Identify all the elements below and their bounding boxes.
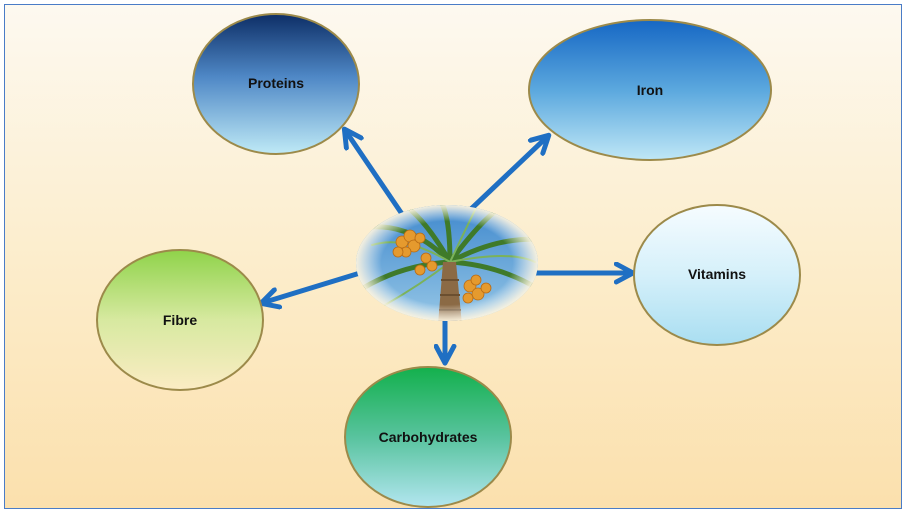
- date-palm-tree-icon: [356, 205, 538, 321]
- node-iron-label: Iron: [637, 82, 663, 98]
- node-carbohydrates-bubble: [344, 366, 512, 508]
- node-proteins-label: Proteins: [248, 75, 304, 91]
- node-fibre: Fibre: [96, 249, 264, 391]
- node-proteins: Proteins: [192, 13, 360, 155]
- arrow-to-fibre: [262, 270, 361, 303]
- arrow-to-proteins: [345, 130, 405, 216]
- node-fibre-label: Fibre: [163, 312, 197, 328]
- node-iron-bubble: [528, 19, 772, 161]
- node-vitamins: Vitamins: [633, 204, 801, 346]
- node-fibre-bubble: [96, 249, 264, 391]
- node-vitamins-label: Vitamins: [688, 266, 746, 282]
- node-carbohydrates: Carbohydrates: [344, 366, 512, 508]
- node-carbohydrates-label: Carbohydrates: [379, 429, 478, 445]
- node-proteins-bubble: [192, 13, 360, 155]
- arrow-to-iron: [468, 136, 548, 212]
- node-vitamins-bubble: [633, 204, 801, 346]
- node-iron: Iron: [528, 19, 772, 161]
- arrows: [262, 130, 632, 362]
